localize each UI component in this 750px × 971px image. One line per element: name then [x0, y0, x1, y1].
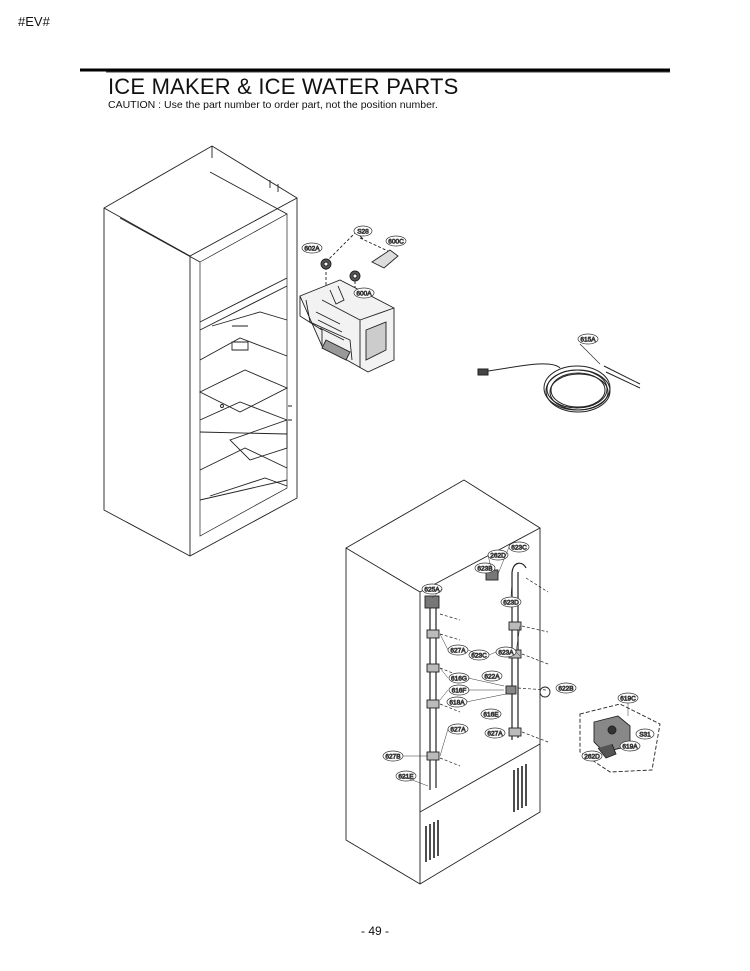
svg-text:627A: 627A: [487, 731, 503, 738]
callout-627a-1: 627A: [447, 644, 469, 656]
svg-text:627A: 627A: [450, 727, 466, 734]
callout-602a: 602A: [301, 242, 323, 254]
svg-text:623D: 623D: [503, 600, 519, 607]
svg-text:619A: 619A: [622, 744, 638, 751]
callout-s28: S28: [353, 225, 373, 237]
water-tube-coil: [477, 343, 641, 413]
callout-621e: 621E: [395, 770, 417, 782]
callout-623d: 623D: [500, 596, 522, 608]
page-number: - 49 -: [360, 924, 389, 938]
callout-623c-top: 623C: [508, 541, 530, 553]
svg-text:262D: 262D: [490, 553, 506, 560]
callouts: S28 600C 602A 600A 615A 623C 262D 623B 6…: [301, 225, 655, 782]
svg-text:627A: 627A: [450, 648, 466, 655]
valve-assembly: [579, 703, 661, 773]
svg-text:S28: S28: [357, 229, 369, 236]
cabinet-interior: [103, 145, 298, 557]
callout-623b: 623B: [474, 562, 496, 574]
callout-627b: 627B: [382, 750, 404, 762]
page-title: ICE MAKER & ICE WATER PARTS: [108, 74, 459, 99]
svg-text:600A: 600A: [356, 291, 372, 298]
callout-619c: 619C: [617, 692, 639, 704]
svg-text:616G: 616G: [451, 676, 467, 683]
callout-s31: S31: [635, 728, 655, 740]
svg-text:622A: 622A: [484, 674, 500, 681]
leader-lines: [401, 546, 629, 787]
svg-text:623C: 623C: [471, 653, 487, 660]
callout-622b: 622B: [555, 682, 577, 694]
callout-616f: 616F: [448, 684, 470, 696]
svg-text:618A: 618A: [449, 700, 465, 707]
page-code: #EV#: [18, 14, 50, 29]
svg-text:627B: 627B: [385, 754, 400, 761]
svg-text:622B: 622B: [558, 686, 573, 693]
svg-text:625A: 625A: [424, 587, 440, 594]
caution-note: CAUTION : Use the part number to order p…: [108, 99, 438, 111]
callout-615a: 615A: [577, 333, 599, 345]
ice-maker-assembly: [299, 227, 399, 373]
svg-text:616E: 616E: [483, 712, 499, 719]
svg-text:619C: 619C: [620, 696, 636, 703]
svg-text:615A: 615A: [580, 337, 596, 344]
callout-625a: 625A: [421, 583, 443, 595]
svg-text:262D: 262D: [584, 754, 600, 761]
callout-616e: 616E: [480, 708, 502, 720]
callout-600a: 600A: [353, 287, 375, 299]
svg-text:623A: 623A: [498, 650, 514, 657]
svg-text:623B: 623B: [477, 566, 492, 573]
svg-text:S31: S31: [639, 732, 651, 739]
svg-text:602A: 602A: [304, 246, 320, 253]
callout-262d-bot: 262D: [581, 750, 603, 762]
callout-600c: 600C: [385, 235, 407, 247]
callout-627a-2: 627A: [447, 723, 469, 735]
svg-text:616F: 616F: [452, 688, 467, 695]
svg-text:621E: 621E: [398, 774, 414, 781]
callout-622a: 622A: [481, 670, 503, 682]
svg-text:623C: 623C: [511, 545, 527, 552]
callout-619a: 619A: [619, 740, 641, 752]
callout-618a: 618A: [446, 696, 468, 708]
callout-627a-3: 627A: [484, 727, 506, 739]
header-rule: [80, 68, 670, 73]
callout-262d-top: 262D: [487, 549, 509, 561]
svg-text:600C: 600C: [388, 239, 404, 246]
rear-cabinet: [345, 479, 551, 885]
callout-623a: 623A: [495, 646, 517, 658]
callout-616g: 616G: [448, 672, 470, 684]
